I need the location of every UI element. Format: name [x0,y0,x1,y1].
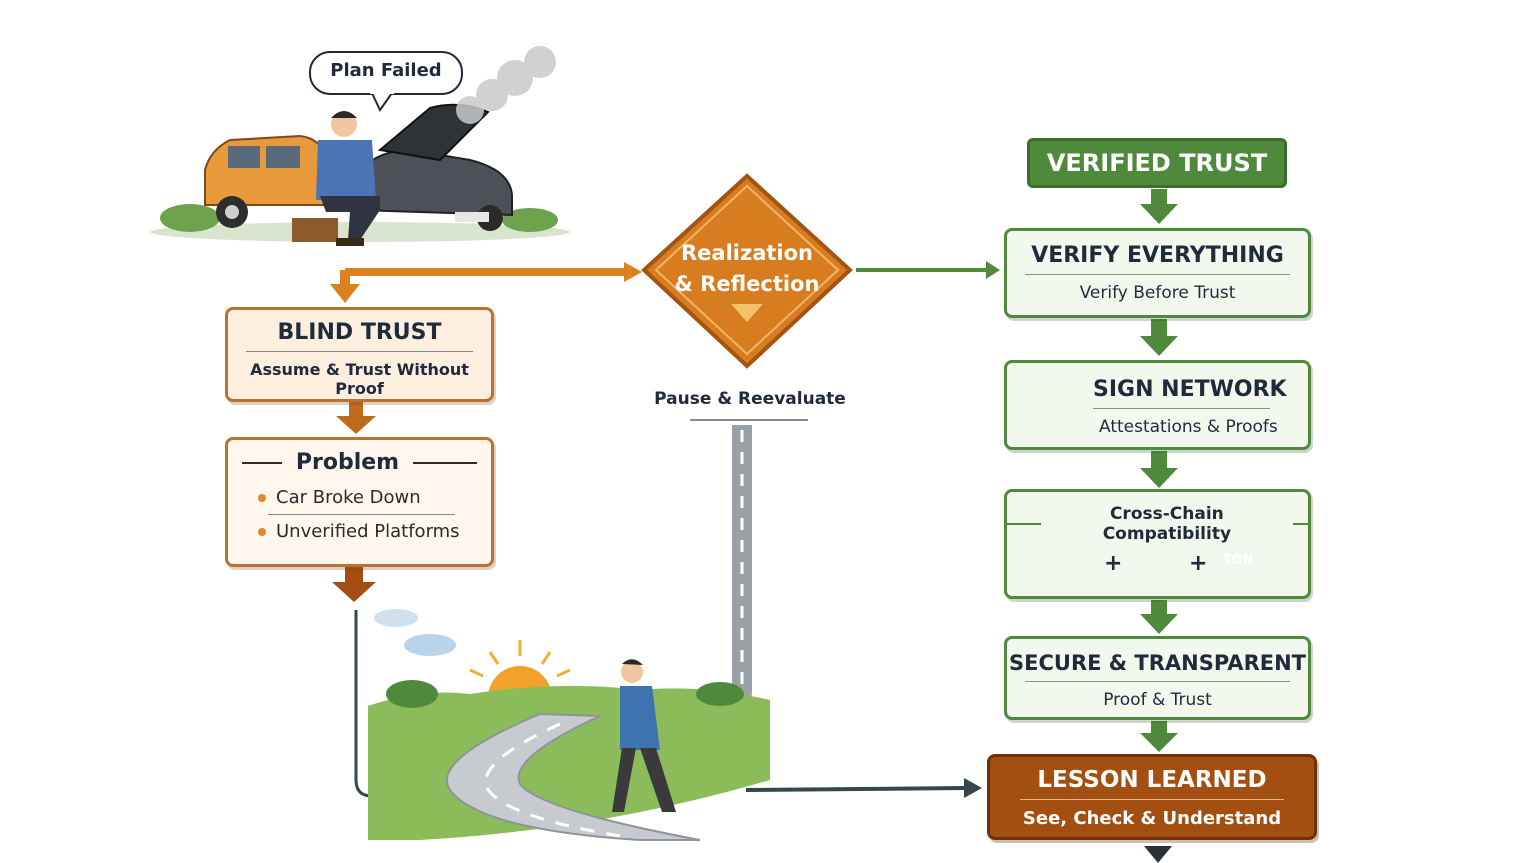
secure-transparent-box: SECURE & TRANSPARENT Proof & Trust [1004,636,1311,720]
cross-chain-box: Cross-Chain Compatibility [1004,489,1311,599]
reflection-path [727,425,752,726]
realization-line-1: Realization [681,241,813,265]
problem-item-1: Car Broke Down [276,487,421,508]
lesson-subtitle: See, Check & Understand [1022,808,1282,829]
divider [1020,799,1284,800]
arrowhead-realization [624,262,642,282]
divider [268,514,455,515]
lesson-title: LESSON LEARNED [1037,767,1267,793]
list-item: Car Broke Down [258,487,491,508]
verify-title: VERIFY EVERYTHING [1031,243,1284,268]
divider [1025,274,1290,275]
secure-subtitle: Proof & Trust [1103,690,1212,710]
verified-trust-title: VERIFIED TRUST [1046,149,1268,177]
divider [241,461,282,464]
cross-chain-title: Cross-Chain Compatibility [1102,504,1232,544]
arrow-road-to-lesson [745,786,967,792]
sign-network-box: SIGN NETWORK Attestations & Proofs [1004,360,1311,450]
blind-trust-title: BLIND TRUST [277,320,442,345]
plus-sign-2: + [1189,551,1208,576]
bullet-dot-icon [258,528,266,536]
realization-line-2: & Reflection [674,272,820,296]
divider [1293,523,1308,525]
right-column-arrows [1140,189,1178,752]
divider [1093,408,1270,409]
arrowhead-blind-trust [330,284,360,303]
problem-item-2: Unverified Platforms [276,521,460,542]
realization-caption: Pause & Reevaluate [654,389,846,409]
divider [246,351,473,352]
lesson-learned-box: LESSON LEARNED See, Check & Understand [987,754,1317,840]
arrow-lesson-down [1144,846,1172,863]
divider [1007,523,1041,525]
secure-title: SECURE & TRANSPARENT [1009,651,1306,675]
speech-bubble-text: Plan Failed [330,60,442,81]
ton-label: TON [1222,553,1254,568]
sign-title: SIGN NETWORK [1093,377,1287,402]
realization-diamond [641,173,853,369]
divider [1025,681,1290,682]
realization-label: Realization & Reflection [660,238,834,300]
broken-car-illustration [150,46,570,246]
sunrise-road-illustration [368,609,770,841]
blind-trust-box: BLIND TRUST Assume & Trust Without Proof [225,307,494,402]
bullet-dot-icon [258,494,266,502]
problem-box: Problem Car Broke Down Unverified Platfo… [225,437,494,567]
arrow-problem-down [332,582,376,602]
divider [413,461,478,464]
verify-everything-box: VERIFY EVERYTHING Verify Before Trust [1004,228,1311,318]
arrow-blind-to-problem [336,416,376,434]
problem-title: Problem [295,450,400,475]
blind-trust-subtitle: Assume & Trust Without Proof [250,360,469,398]
sign-subtitle: Attestations & Proofs [1099,417,1278,437]
speech-bubble [309,51,463,112]
list-item: Unverified Platforms [258,521,491,542]
verified-trust-banner: VERIFIED TRUST [1027,138,1287,188]
plus-sign-1: + [1104,551,1123,576]
verify-subtitle: Verify Before Trust [1079,283,1236,303]
